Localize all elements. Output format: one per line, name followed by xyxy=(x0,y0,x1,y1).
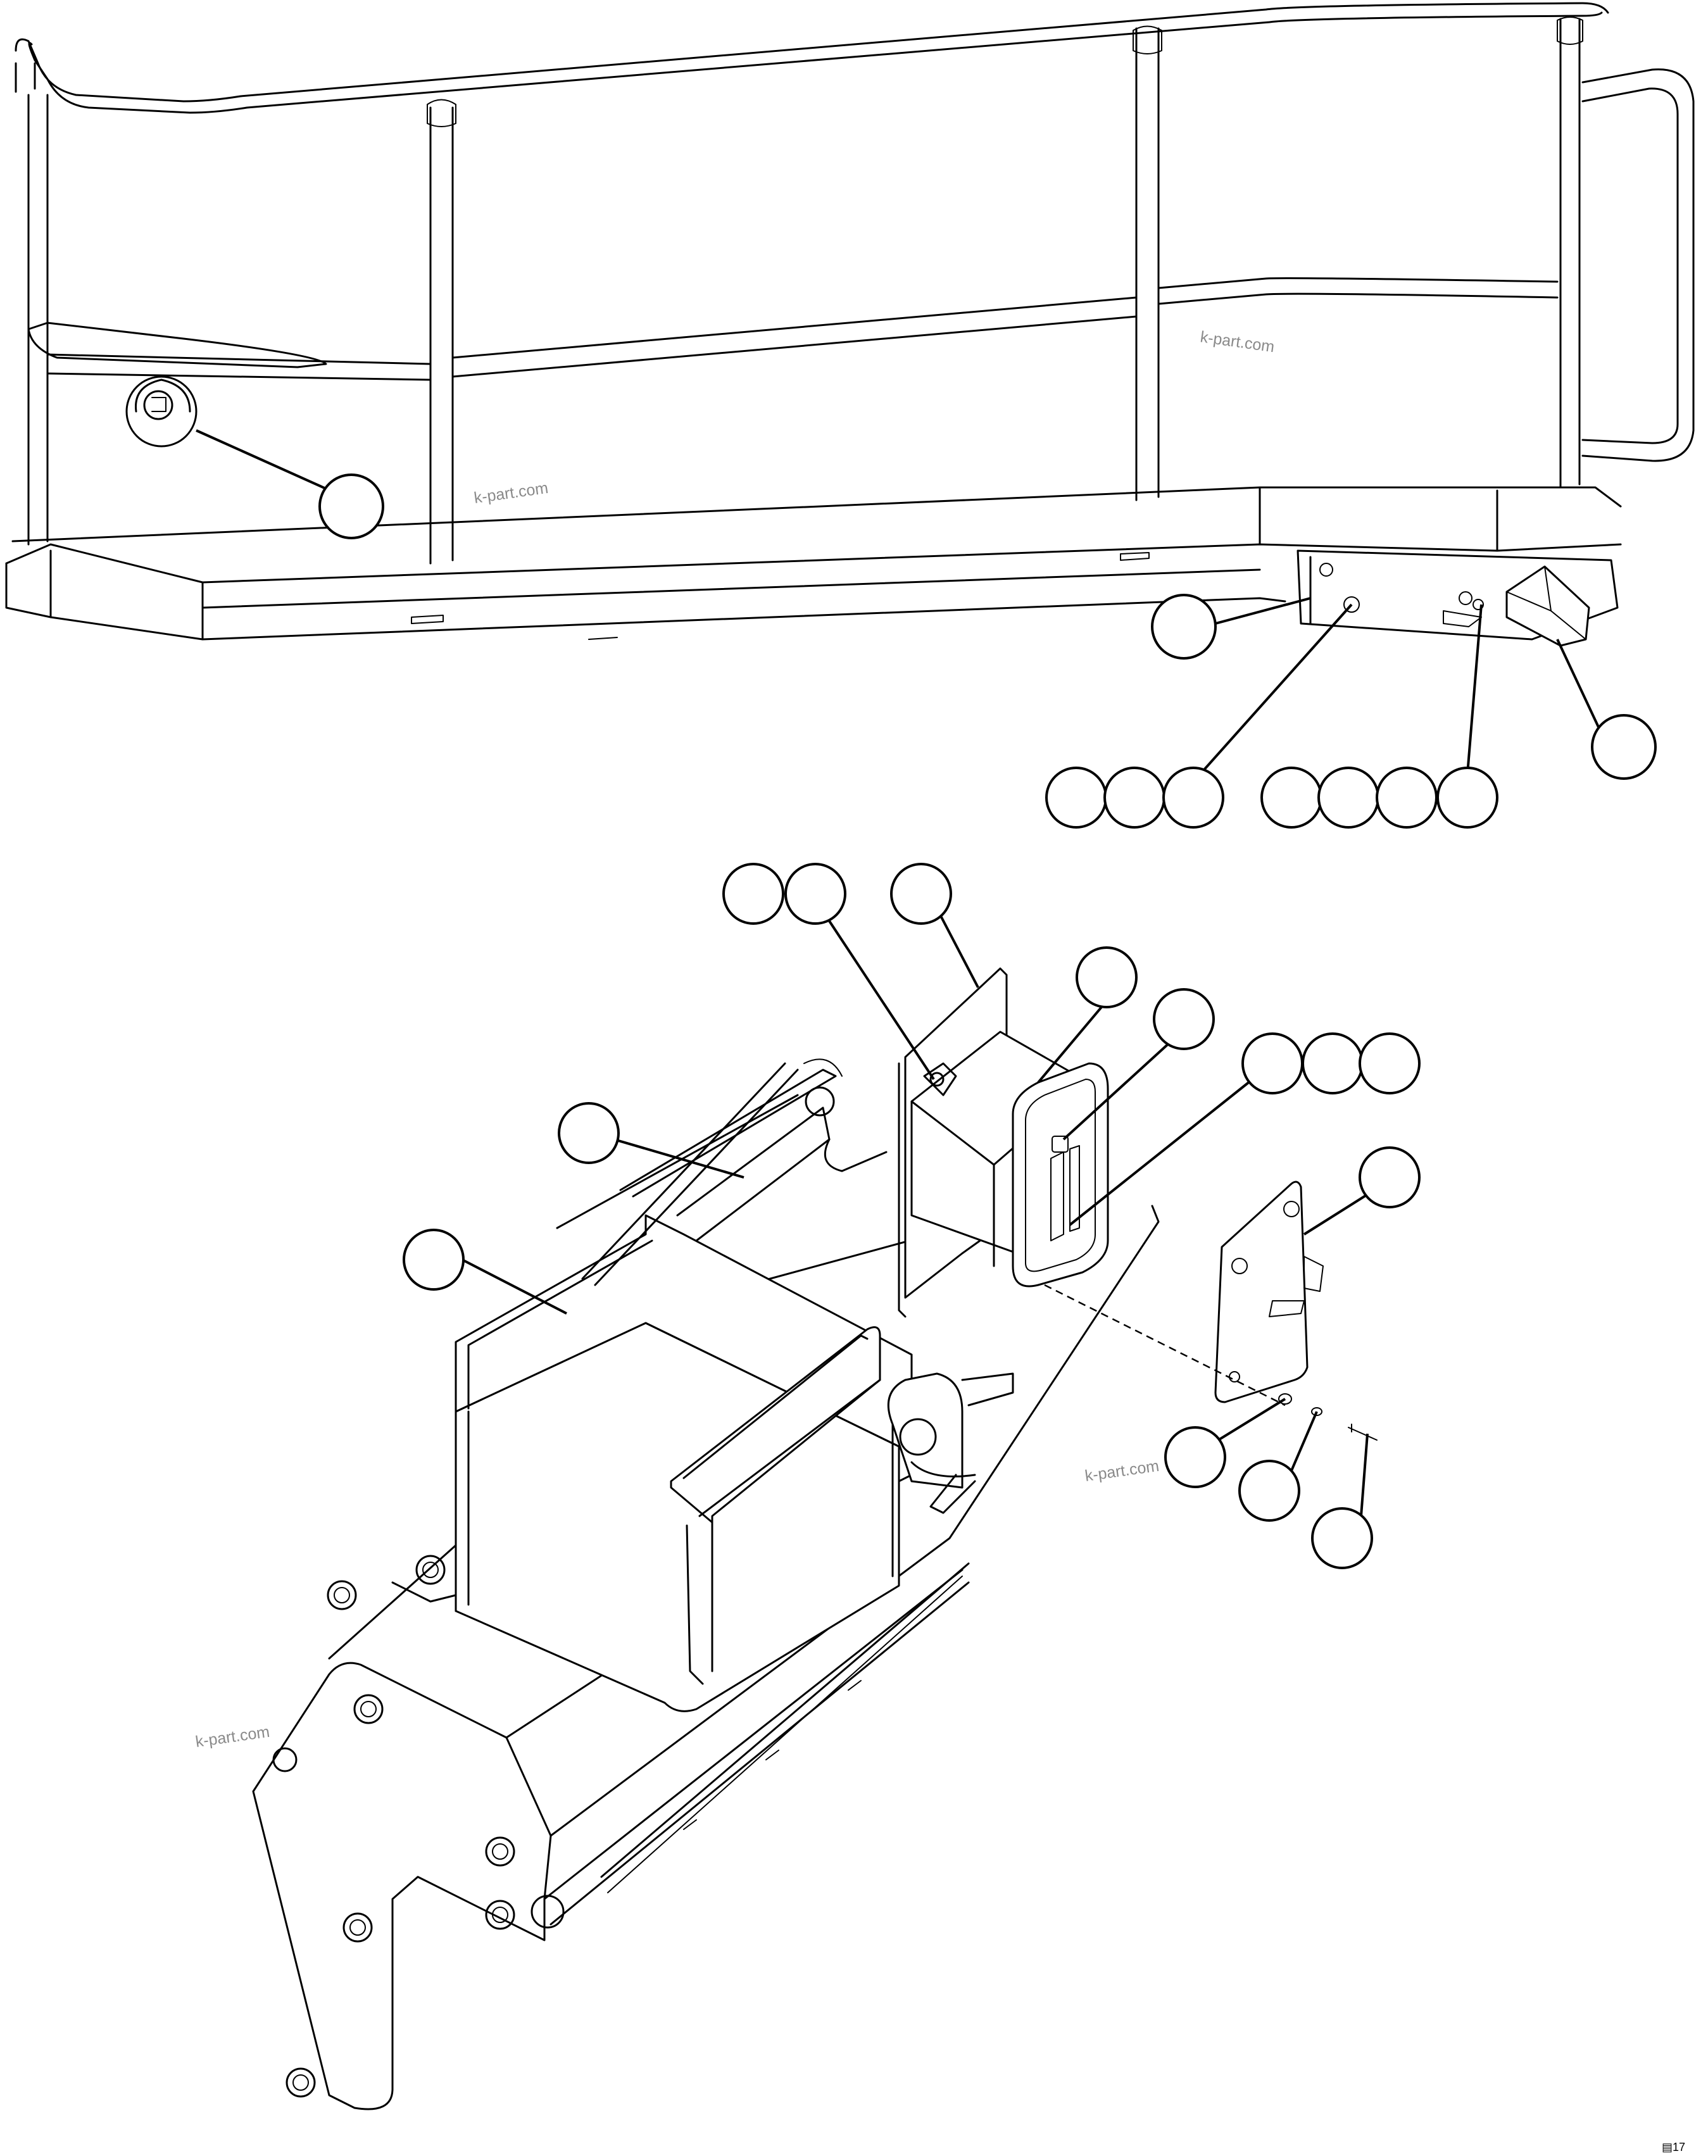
watermark-text: k-part.com xyxy=(1084,1457,1160,1485)
callout-balloon xyxy=(784,863,846,925)
callout-balloon xyxy=(1359,1146,1421,1208)
callout-balloon xyxy=(558,1102,620,1164)
lower-assembly xyxy=(252,967,1160,2110)
callout-balloon xyxy=(1238,1460,1300,1522)
exploded-plate-detail xyxy=(1044,1181,1378,1441)
corner-code: ▤17 xyxy=(1662,2141,1685,2153)
callout-balloon xyxy=(1164,1426,1226,1488)
callout-balloon xyxy=(1317,767,1379,829)
callout-balloon xyxy=(318,473,384,539)
watermark-text: k-part.com xyxy=(473,479,549,507)
watermark-text: k-part.com xyxy=(1199,328,1276,356)
callout-balloon xyxy=(403,1229,465,1291)
callout-balloon xyxy=(1436,767,1498,829)
callout-balloon xyxy=(1359,1032,1421,1094)
callout-balloon xyxy=(1151,594,1217,660)
callout-balloon xyxy=(1241,1032,1303,1094)
callout-balloon xyxy=(722,863,784,925)
callout-balloon xyxy=(1591,714,1657,780)
callout-balloon xyxy=(1162,767,1224,829)
callout-balloon xyxy=(1260,767,1322,829)
watermark-text: k-part.com xyxy=(194,1723,271,1751)
callout-balloon xyxy=(1302,1032,1364,1094)
base-plate-bolts xyxy=(286,1694,515,2098)
callout-balloon xyxy=(1153,988,1215,1050)
platform-basket xyxy=(5,2,1695,647)
leader-lines xyxy=(196,429,1606,1517)
callout-balloon xyxy=(1311,1507,1373,1569)
callout-balloon xyxy=(1103,767,1165,829)
callout-balloon xyxy=(1376,767,1438,829)
callout-balloon xyxy=(890,863,952,925)
callout-balloons xyxy=(318,473,1657,1569)
callout-balloon xyxy=(1076,946,1138,1008)
callout-balloon xyxy=(1045,767,1107,829)
